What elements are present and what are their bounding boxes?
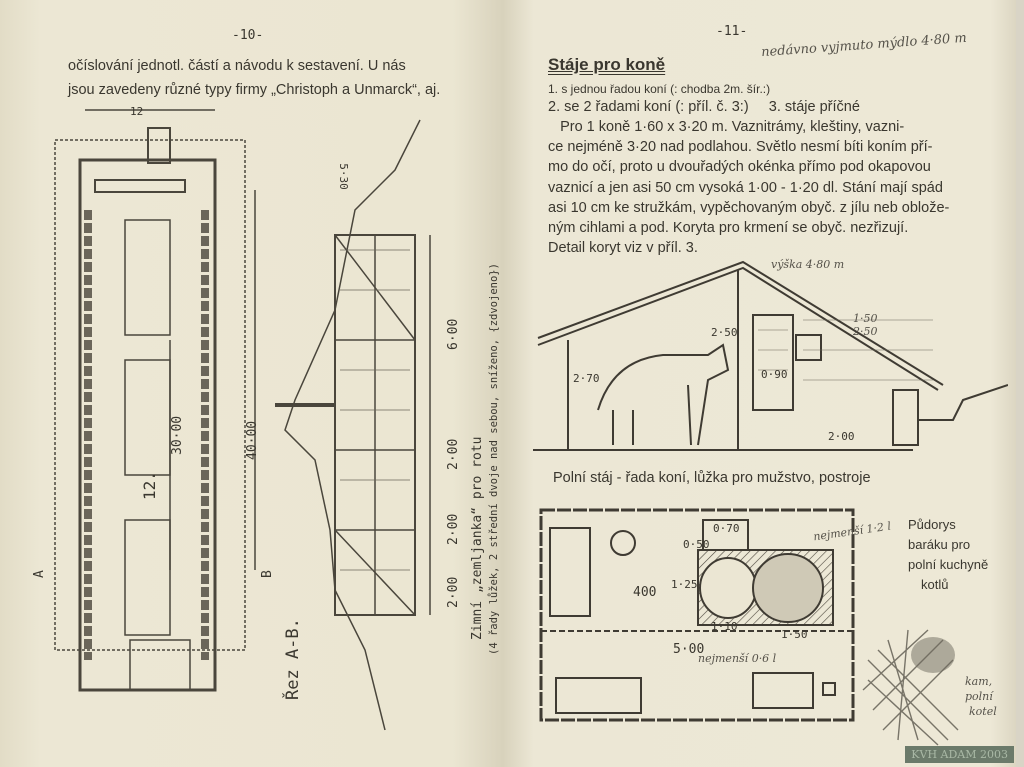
left-page: -10- očíslování jednotl. částí a návodu … [0, 0, 503, 767]
text-line: asi 10 cm ke stružkám, vypěchovaným obyč… [548, 200, 950, 216]
dim-label: 2·00 [446, 438, 461, 470]
dim-label: 2·70 [573, 372, 600, 385]
dim-label: 1·25 [671, 578, 698, 591]
dim-label: 2·00 [446, 513, 461, 545]
dim-label: 12. [140, 471, 159, 500]
text-line: očíslování jednotl. částí a návodu k ses… [68, 58, 406, 74]
pencil-scribble [862, 629, 959, 746]
dim-label: 2·50 [711, 326, 738, 339]
right-page: -11- nedávno vyjmuto mýdlo 4·80 m Stáje … [503, 0, 1016, 767]
text-line: Pro 1 koně 1·60 x 3·20 m. Vaznitrámy, kl… [548, 119, 905, 135]
plan-caption: kotlů [921, 577, 949, 592]
dim-label: 400 [633, 585, 657, 600]
text-line: ným cihlami a pod. Koryta pro krmení se … [548, 220, 909, 236]
floor-plan-drawing [54, 109, 256, 692]
page-number: -11- [716, 24, 748, 39]
caption-line: Zimní „zemljanka“ pro rotu [470, 436, 485, 641]
dim-label: 1·50 [781, 628, 808, 641]
handwritten-note: nedávno vyjmuto mýdlo 4·80 m [760, 30, 968, 61]
dim-label: 5·00 [673, 642, 705, 657]
handwritten-note: výška 4·80 m [771, 258, 845, 271]
dim-label: 0·50 [683, 538, 710, 551]
text-line: ce nejméně 3·20 nad podlahou. Světlo nes… [548, 139, 933, 155]
section-drawing [275, 119, 431, 731]
stable-caption: Polní stáj - řada koní, lůžka pro mužstv… [553, 470, 871, 486]
page-number: -10- [232, 28, 264, 43]
dim-label: 30·00 [170, 415, 185, 455]
dim-label: 40·00 [245, 420, 260, 460]
dim-label: 5·30 [336, 163, 350, 190]
dim-label: 6·00 [446, 318, 461, 350]
stable-section-drawing [533, 260, 1008, 451]
text-line: jsou zavedeny různé typy firmy „Christop… [68, 82, 441, 98]
dim-label: 0·90 [761, 368, 788, 381]
plan-caption: Půdorys [908, 517, 956, 532]
plan-caption: baráku pro [908, 537, 971, 552]
watermark: KVH ADAM 2003 [905, 746, 1014, 763]
kitchen-floor-plan [539, 508, 855, 722]
dim-label: 1·10 [711, 620, 738, 633]
text-line: mo do očí, proto u dvouřadých okénka pří… [548, 159, 931, 175]
section-mark-a: A [32, 570, 47, 578]
text-line: Detail koryt viz v příl. 3. [548, 240, 698, 256]
dim-label: 12 [130, 105, 144, 118]
handwritten-note: polní [965, 690, 993, 703]
dim-label: 2·00 [446, 576, 461, 608]
handwritten-note: kam, [965, 675, 993, 688]
plan-caption: polní kuchyně [908, 557, 989, 572]
section-mark-b: B [260, 570, 275, 578]
dim-label: 2·50 [853, 325, 878, 338]
handwritten-note: kotel [969, 705, 997, 718]
text-line: 1. s jednou řadou koní (: chodba 2m. šír… [548, 82, 771, 96]
section-title: Stáje pro koně [548, 55, 666, 74]
dim-label: 2·00 [828, 430, 855, 443]
handwritten-note: nejmenší 0·6 l [698, 652, 777, 665]
dim-label: 1·50 [853, 312, 878, 325]
text-line: vaznicí a jen asi 50 cm vysoká 1·00 - 1·… [548, 180, 943, 196]
text-line: 2. se 2 řadami koní (: příl. č. 3:) 3. s… [548, 99, 860, 115]
caption-line: (4 řady lůžek, 2 střední dvoje nad sebou… [488, 263, 500, 655]
section-label: Řez A-B. [283, 618, 303, 700]
dim-label: 0·70 [713, 522, 740, 535]
